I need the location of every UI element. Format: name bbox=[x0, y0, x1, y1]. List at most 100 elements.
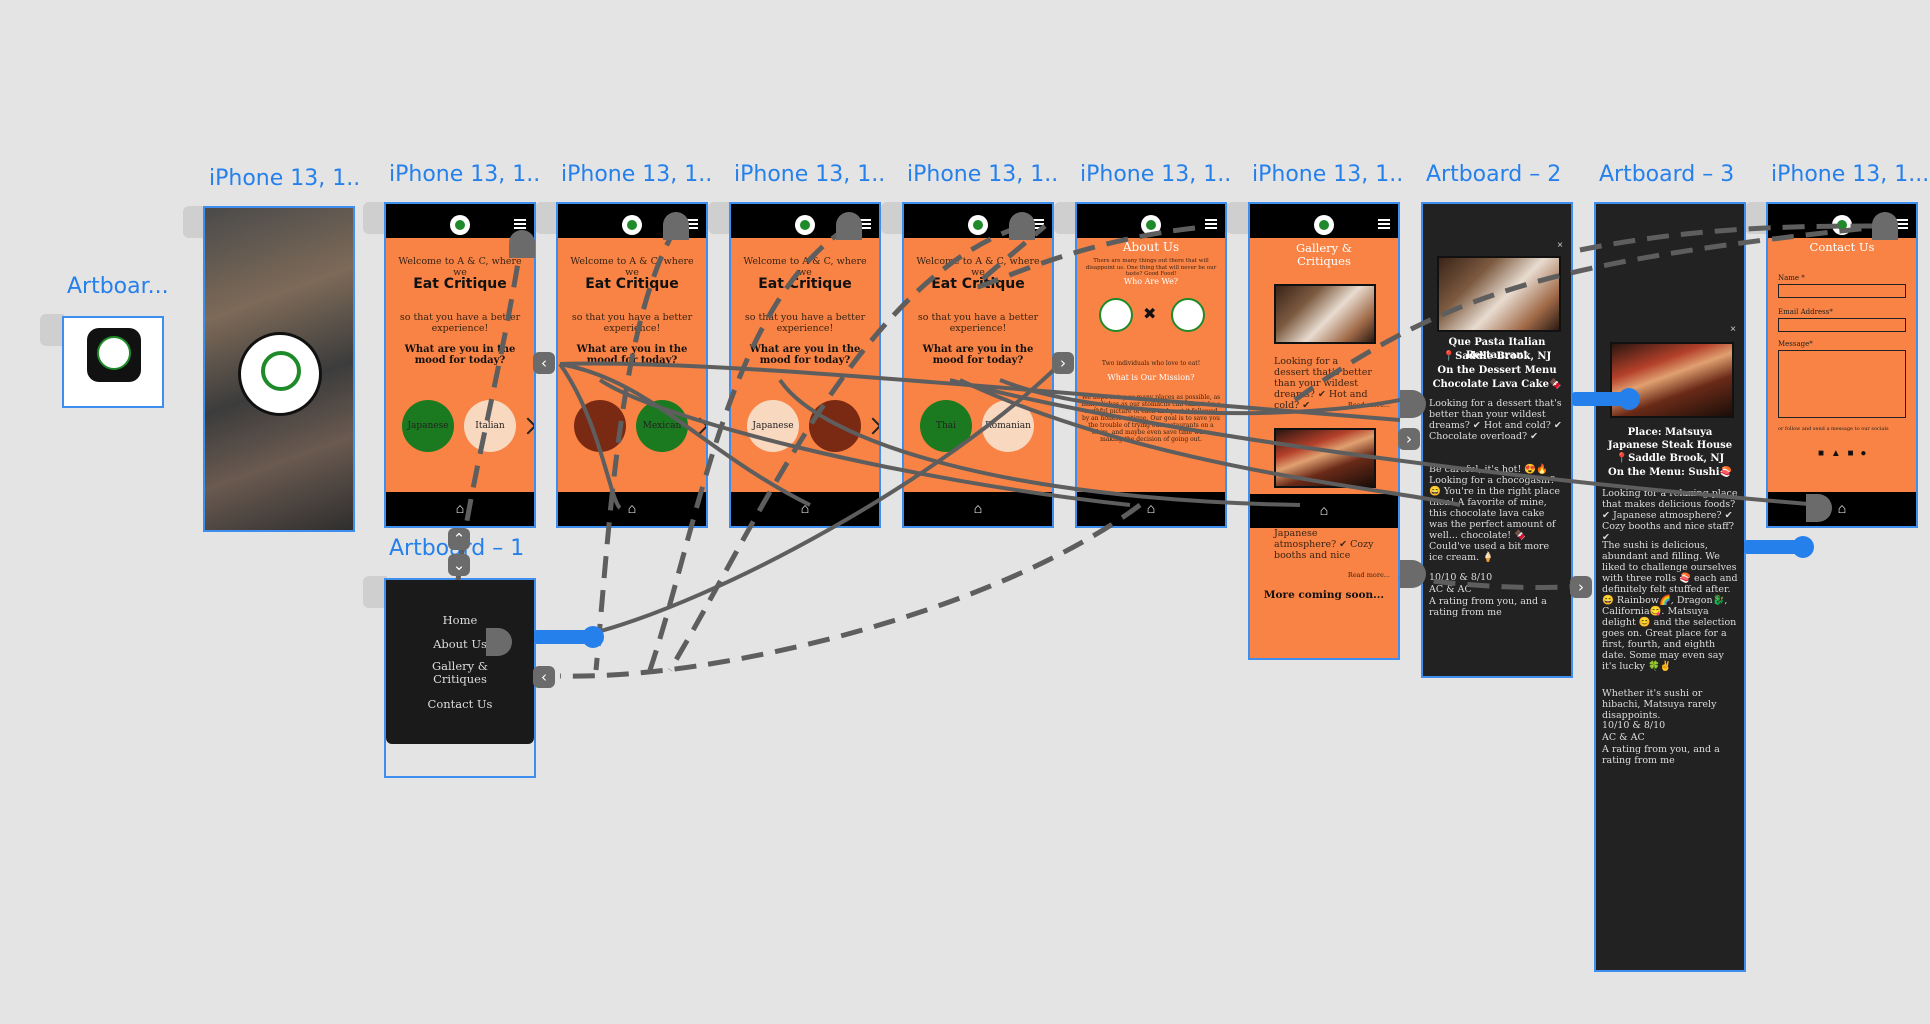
back-nav-icon[interactable]: ‹ bbox=[533, 352, 555, 374]
hamburger-icon[interactable] bbox=[1205, 219, 1217, 221]
home-icon[interactable]: ⌂ bbox=[1319, 502, 1329, 518]
home-icon[interactable]: ⌂ bbox=[973, 500, 983, 516]
artboard-1-menu[interactable]: Home About Us Gallery & Critiques Contac… bbox=[384, 578, 536, 778]
home-icon[interactable]: ⌂ bbox=[1146, 500, 1156, 516]
home-icon[interactable]: ⌂ bbox=[1837, 500, 1847, 516]
option-mexican[interactable]: Mexican bbox=[636, 400, 688, 452]
artboard-tab bbox=[363, 202, 387, 234]
connector-bar[interactable] bbox=[1744, 540, 1806, 554]
menu-item-about[interactable]: About Us bbox=[433, 637, 487, 651]
artboard-3-sushi-critique[interactable]: × Place: Matsuya Japanese Steak House 📍S… bbox=[1594, 202, 1746, 972]
connector-bar[interactable] bbox=[534, 630, 592, 644]
rating-note: A rating from you, and a rating from me bbox=[1602, 744, 1720, 766]
menu-item-contact[interactable]: Contact Us bbox=[427, 697, 493, 711]
option-romanian[interactable]: Romanian bbox=[982, 400, 1034, 452]
next-arrow-icon[interactable] bbox=[519, 417, 534, 435]
close-icon[interactable]: × bbox=[1557, 240, 1563, 251]
close-icon[interactable]: × bbox=[1730, 324, 1736, 335]
artboard-label-home-3[interactable]: iPhone 13, 1... bbox=[734, 162, 884, 187]
artboard-2-dessert-critique[interactable]: × Que Pasta Italian Restaurant 📍Saddle B… bbox=[1421, 202, 1573, 678]
wire-handle[interactable] bbox=[836, 212, 862, 240]
logo-icon bbox=[1314, 215, 1334, 235]
connector-pin[interactable] bbox=[582, 626, 604, 648]
score: 10/10 & 8/10 bbox=[1429, 572, 1493, 583]
hamburger-icon[interactable] bbox=[1032, 219, 1044, 221]
bottom-bar: ⌂ bbox=[904, 492, 1052, 526]
read-more-link[interactable]: Read more... bbox=[1347, 571, 1390, 579]
artboard-label-artboard-2[interactable]: Artboard – 2 bbox=[1426, 162, 1562, 187]
phone-home-4[interactable]: Welcome to A & C, where we Eat Critique … bbox=[902, 202, 1054, 528]
home-icon[interactable]: ⌂ bbox=[455, 500, 465, 516]
wire-handle[interactable] bbox=[1400, 390, 1426, 418]
option-left[interactable] bbox=[574, 400, 626, 452]
bottom-bar: ⌂ bbox=[386, 492, 534, 526]
app-icon bbox=[87, 328, 141, 382]
next-nav-icon[interactable]: › bbox=[1570, 576, 1592, 598]
artboard-label-logo[interactable]: Artboar... bbox=[67, 274, 169, 299]
hamburger-icon[interactable] bbox=[514, 219, 526, 221]
artboard-splash[interactable] bbox=[203, 206, 355, 532]
read-more-link[interactable]: Read more... bbox=[1347, 401, 1390, 409]
wire-handle[interactable] bbox=[1009, 212, 1035, 240]
wire-handle[interactable] bbox=[1400, 560, 1426, 588]
option-thai[interactable]: Thai bbox=[920, 400, 972, 452]
on-menu: On the Menu: Sushi🍣 bbox=[1608, 467, 1732, 478]
dessert-photo[interactable] bbox=[1274, 284, 1376, 344]
brand-text: Eat Critique bbox=[931, 276, 1025, 292]
phone-contact[interactable]: Contact Us Name * Email Address* Message… bbox=[1766, 202, 1918, 528]
artboard-label-contact[interactable]: iPhone 13, 1... bbox=[1771, 162, 1929, 187]
wire-handle[interactable] bbox=[486, 628, 512, 656]
artboard-label-home-2[interactable]: iPhone 13, 1... bbox=[561, 162, 711, 187]
wire-handle[interactable] bbox=[509, 230, 535, 258]
artboard-label-home-4[interactable]: iPhone 13, 1... bbox=[907, 162, 1057, 187]
artboard-label-splash[interactable]: iPhone 13, 1... bbox=[209, 166, 359, 191]
hamburger-icon[interactable] bbox=[686, 219, 698, 221]
next-nav-icon[interactable]: › bbox=[1398, 428, 1420, 450]
message-input[interactable] bbox=[1778, 350, 1906, 418]
name-label: Name * bbox=[1778, 274, 1805, 282]
artboard-label-home-1[interactable]: iPhone 13, 1... bbox=[389, 162, 539, 187]
social-icons[interactable]: ■ ▲ ■ ● bbox=[1818, 448, 1869, 459]
mission-text: We hope to try as many places as possibl… bbox=[1081, 394, 1221, 443]
email-input[interactable] bbox=[1778, 318, 1906, 332]
name-input[interactable] bbox=[1778, 284, 1906, 298]
wire-handle[interactable] bbox=[1872, 212, 1898, 240]
menu-item-gallery[interactable]: Gallery & Critiques bbox=[431, 659, 489, 686]
option-right[interactable] bbox=[809, 400, 861, 452]
artboard-tab bbox=[363, 576, 387, 608]
option-japanese[interactable]: Japanese bbox=[747, 400, 799, 452]
phone-gallery[interactable]: Gallery & Critiques Looking for a desser… bbox=[1248, 202, 1400, 660]
next-arrow-icon[interactable] bbox=[691, 417, 706, 435]
connector-bar[interactable] bbox=[1572, 392, 1630, 406]
hamburger-icon[interactable] bbox=[859, 219, 871, 221]
wire-handle[interactable] bbox=[1806, 494, 1832, 522]
menu-item-home[interactable]: Home bbox=[442, 613, 478, 627]
option-japanese[interactable]: Japanese bbox=[402, 400, 454, 452]
phone-home-2[interactable]: Welcome to A & C, where we Eat Critique … bbox=[556, 202, 708, 528]
hamburger-icon[interactable] bbox=[1896, 219, 1908, 221]
home-icon[interactable]: ⌂ bbox=[627, 500, 637, 516]
phone-about[interactable]: About Us There are many things out there… bbox=[1075, 202, 1227, 528]
message-label: Message* bbox=[1778, 340, 1813, 348]
logo-icon bbox=[1099, 298, 1133, 332]
bottom-bar: ⌂ bbox=[1077, 492, 1225, 526]
option-italian[interactable]: Italian bbox=[464, 400, 516, 452]
brand-text: Eat Critique bbox=[585, 276, 679, 292]
artboard-label-about[interactable]: iPhone 13, 1... bbox=[1080, 162, 1230, 187]
connector-pin[interactable] bbox=[1792, 536, 1814, 558]
phone-home-3[interactable]: Welcome to A & C, where we Eat Critique … bbox=[729, 202, 881, 528]
artboard-label-gallery[interactable]: iPhone 13, 1... bbox=[1252, 162, 1402, 187]
authors: AC & AC bbox=[1602, 732, 1645, 743]
hamburger-icon[interactable] bbox=[1378, 219, 1390, 221]
artboard-label-artboard-3[interactable]: Artboard – 3 bbox=[1599, 162, 1735, 187]
sushi-photo[interactable] bbox=[1274, 428, 1376, 488]
wire-handle[interactable] bbox=[663, 212, 689, 240]
back-nav-icon[interactable]: ‹ bbox=[533, 666, 555, 688]
connector-pin[interactable] bbox=[1618, 388, 1640, 410]
next-arrow-icon[interactable] bbox=[864, 417, 879, 435]
expand-icon[interactable]: ⌄ bbox=[448, 554, 470, 576]
home-icon[interactable]: ⌂ bbox=[800, 500, 810, 516]
collapse-icon[interactable]: ⌃ bbox=[448, 528, 470, 550]
artboard-logo[interactable] bbox=[62, 316, 164, 408]
next-nav-icon[interactable]: › bbox=[1052, 352, 1074, 374]
